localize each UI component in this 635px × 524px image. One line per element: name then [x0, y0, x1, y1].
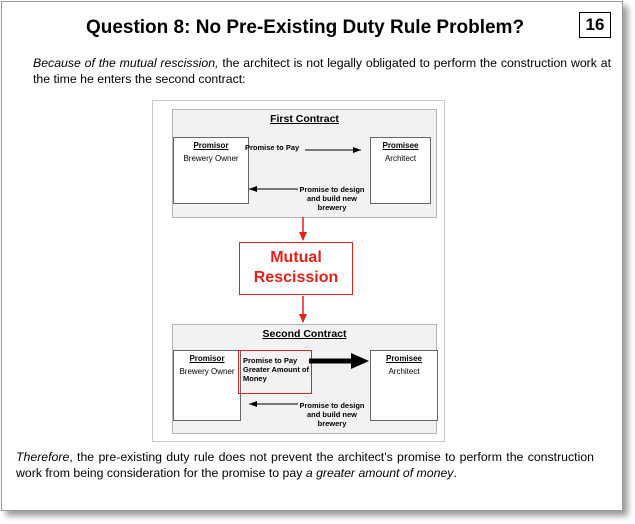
- second-promisor-box: Promisor Brewery Owner: [173, 350, 241, 421]
- second-promisor-role: Promisor: [189, 354, 225, 363]
- diagram-arrows: [249, 147, 369, 407]
- second-promise-to-pay: Promise to Pay Greater Amount of Money: [243, 356, 309, 383]
- outro-text: , the pre-existing duty rule does not pr…: [16, 450, 594, 480]
- first-promisee-role: Promisee: [382, 141, 419, 150]
- intro-italic: Because of the mutual rescission,: [33, 56, 219, 70]
- mutual-rescission-box: Mutual Rescission: [239, 242, 353, 295]
- second-promise-to-design: Promise to design and build new brewery: [299, 401, 365, 428]
- second-promisee-box: Promisee Architect: [370, 350, 438, 421]
- greater-amount-highlight: [238, 350, 312, 394]
- slide-title: Question 8: No Pre-Existing Duty Rule Pr…: [85, 17, 525, 38]
- first-promisor-role: Promisor: [193, 141, 229, 150]
- first-promise-to-design: Promise to design and build new brewery: [299, 185, 365, 212]
- outro-italic-end: a greater amount of money: [305, 466, 454, 480]
- intro-text: the architect is not legally obligated t…: [33, 56, 611, 86]
- first-promisor-name: Brewery Owner: [183, 154, 239, 163]
- outro-italic-lead: Therefore: [16, 450, 70, 464]
- intro-paragraph: Because of the mutual rescission, the ar…: [33, 55, 611, 87]
- first-promisee-name: Architect: [384, 154, 417, 163]
- second-promisor-name: Brewery Owner: [179, 367, 235, 376]
- page-number: 16: [579, 12, 611, 38]
- contract-diagram: First Contract Promisor Brewery Owner Pr…: [152, 100, 445, 442]
- second-promisee-role: Promisee: [385, 354, 423, 363]
- second-promisee-name: Architect: [388, 367, 420, 376]
- first-promisee-box: Promisee Architect: [370, 137, 431, 204]
- first-contract-panel: First Contract Promisor Brewery Owner Pr…: [172, 109, 437, 218]
- second-contract-panel: Second Contract Promisor Brewery Owner P…: [172, 324, 438, 434]
- slide: Question 8: No Pre-Existing Duty Rule Pr…: [1, 1, 623, 511]
- first-contract-title: First Contract: [270, 113, 339, 125]
- conclusion-paragraph: Therefore, the pre-existing duty rule do…: [16, 449, 594, 481]
- first-promisor-box: Promisor Brewery Owner: [173, 137, 249, 204]
- second-contract-title: Second Contract: [262, 328, 347, 340]
- outro-end: .: [453, 466, 457, 480]
- first-promise-to-pay: Promise to Pay: [245, 143, 300, 152]
